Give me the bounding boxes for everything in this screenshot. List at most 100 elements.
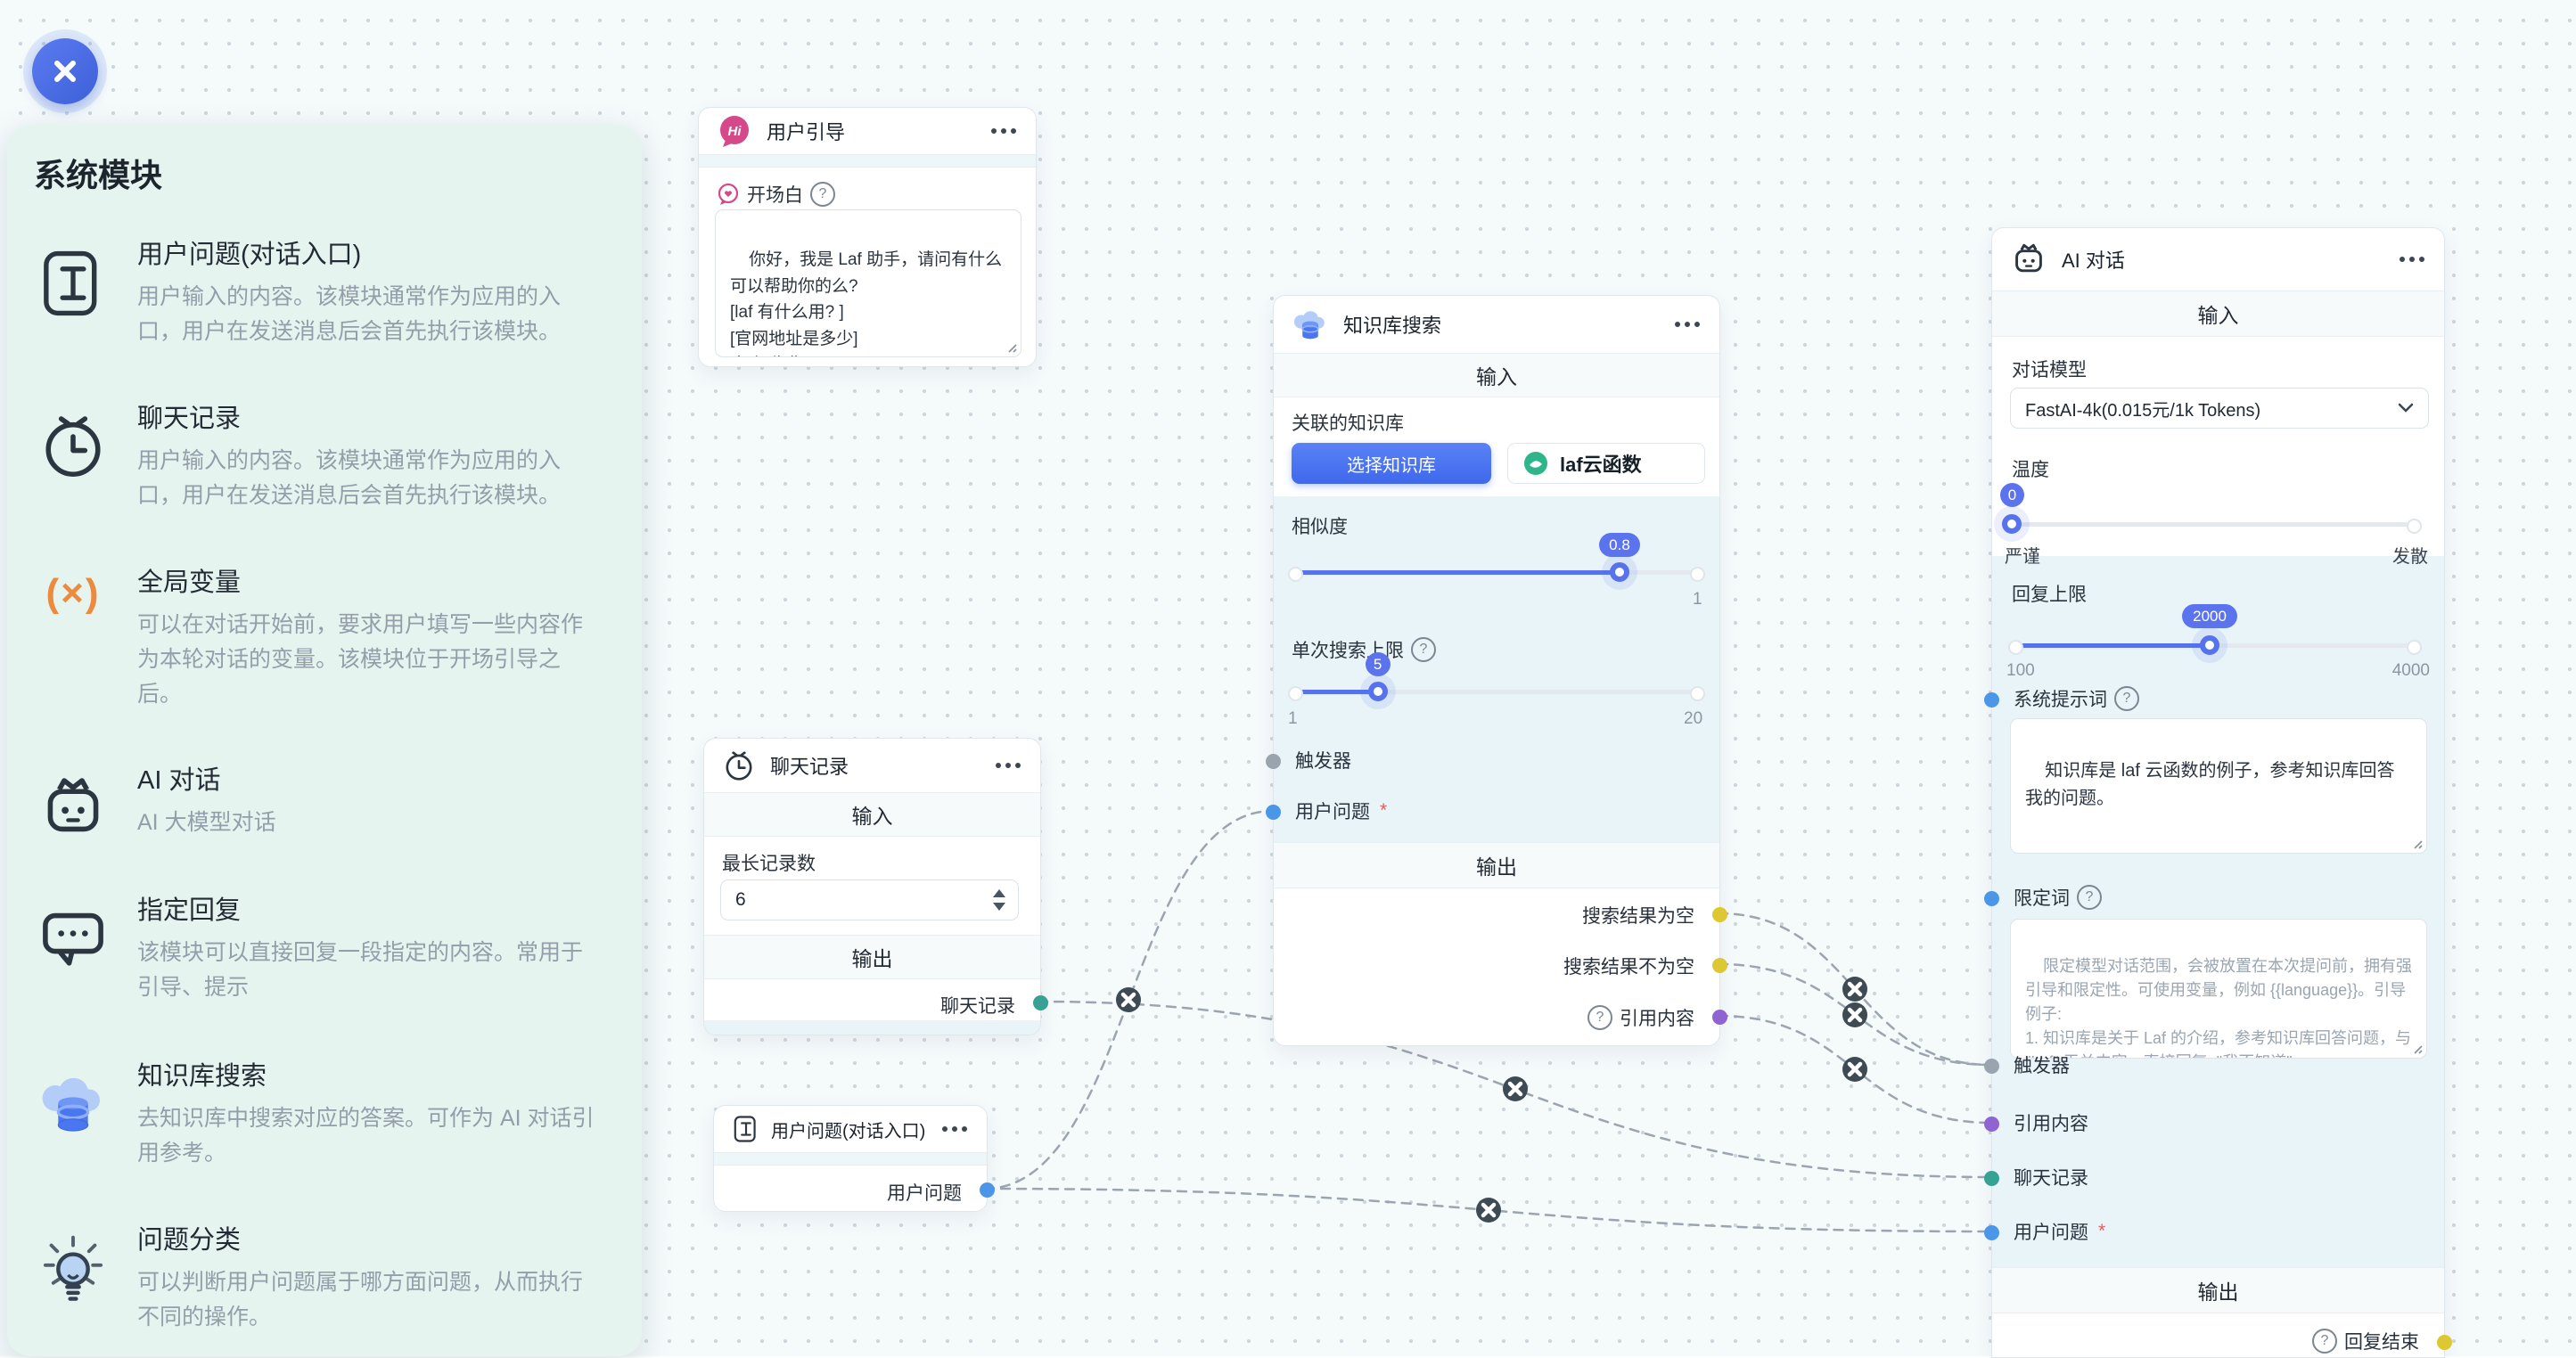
sidebar-item-global-variable[interactable]: (×) 全局变量 可以在对话开始前，要求用户填写一些内容作为本轮对话的变量。该模… <box>30 561 619 711</box>
select-kb-button[interactable]: 选择知识库 <box>1292 443 1491 484</box>
sidebar-item-assigned-reply[interactable]: 指定回复 该模块可以直接回复一段指定的内容。常用于引导、提示 <box>30 889 619 1005</box>
chevron-down-icon <box>2398 403 2414 413</box>
system-prompt-label: 系统提示词 ? <box>2014 685 2139 712</box>
node-menu-button[interactable] <box>2398 251 2426 267</box>
search-limit-value-badge: 5 <box>1365 652 1391 676</box>
max-reply-label: 回复上限 <box>2012 585 2087 605</box>
max-reply-min-label: 100 <box>2006 661 2035 680</box>
node-menu-button[interactable] <box>994 757 1022 773</box>
output-port-answer-finish[interactable] <box>2437 1335 2452 1350</box>
output-port-result-empty[interactable] <box>1712 907 1727 922</box>
input-port-limit-words[interactable] <box>1984 891 1999 906</box>
temperature-slider-thumb[interactable] <box>2002 514 2022 534</box>
resize-handle-icon[interactable] <box>2410 1042 2423 1054</box>
output-port-result-not-empty[interactable] <box>1712 958 1727 973</box>
port-label-chat-history: 聊天记录 <box>2014 1168 2088 1189</box>
system-prompt-textarea[interactable]: 知识库是 laf 云函数的例子，参考知识库回答我的问题。 <box>2010 718 2427 854</box>
classify-bulb-icon <box>30 1219 116 1335</box>
max-reply-slider[interactable]: 2000 <box>2008 604 2422 655</box>
input-section-header: 输入 <box>1992 290 2444 337</box>
resize-handle-icon[interactable] <box>2410 837 2423 849</box>
number-stepper[interactable] <box>993 889 1005 911</box>
sidebar-item-title: AI 对话 <box>137 766 221 795</box>
node-title: 知识库搜索 <box>1343 315 1442 337</box>
node-user-question[interactable]: 用户问题(对话入口) 用户问题 <box>713 1105 995 1212</box>
edge-delete-buttons <box>1116 977 1867 1223</box>
temperature-value-badge: 0 <box>2000 483 2024 507</box>
input-port-quote[interactable] <box>1984 1117 1999 1132</box>
opening-remark-textarea[interactable]: 你好，我是 Laf 助手，请问有什么可以帮助你的么? [laf 有什么用? ] … <box>715 209 1021 357</box>
model-select[interactable]: FastAI-4k(0.015元/1k Tokens) <box>2010 388 2429 429</box>
port-label-quote: 引用内容 <box>2014 1114 2088 1134</box>
similarity-slider[interactable]: 0.8 <box>1288 533 1705 582</box>
input-port-trigger[interactable] <box>1984 1059 1999 1074</box>
edge-delete-button[interactable] <box>1842 1057 1867 1082</box>
port-label-user-question: 用户问题* <box>1295 800 1388 822</box>
sidebar-item-chat-history[interactable]: 聊天记录 用户输入的内容。该模块通常作为应用的入口，用户在发送消息后会首先执行该… <box>30 397 619 513</box>
sidebar-item-kb-search[interactable]: 知识库搜索 去知识库中搜索对应的答案。可作为 AI 对话引用参考。 <box>30 1055 619 1171</box>
help-icon[interactable]: ? <box>810 182 835 207</box>
variable-icon: (×) <box>45 571 101 615</box>
output-port-quote[interactable] <box>1712 1010 1727 1025</box>
output-port-user-question[interactable] <box>980 1182 995 1198</box>
sidebar-item-desc: 该模块可以直接回复一段指定的内容。常用于引导、提示 <box>137 940 584 1000</box>
edge-delete-button[interactable] <box>1116 987 1141 1012</box>
input-port-trigger[interactable] <box>1266 754 1281 769</box>
similarity-slider-thumb[interactable] <box>1610 562 1629 582</box>
help-icon[interactable]: ? <box>1587 1005 1612 1030</box>
input-port-system-prompt[interactable] <box>1984 692 1999 708</box>
edge-delete-button[interactable] <box>1842 977 1867 1002</box>
max-records-input[interactable] <box>720 879 1019 920</box>
model-label: 对话模型 <box>2012 360 2087 380</box>
sidebar-item-user-question[interactable]: 用户问题(对话入口) 用户输入的内容。该模块通常作为应用的入口，用户在发送消息后… <box>30 233 619 349</box>
output-port-chat-history[interactable] <box>1033 995 1048 1010</box>
max-reply-slider-thumb[interactable] <box>2200 635 2220 655</box>
heart-bubble-icon <box>718 183 739 205</box>
output-section-header: 输出 <box>1274 842 1719 888</box>
sidebar-item-title: 问题分类 <box>137 1226 242 1255</box>
edge-delete-button[interactable] <box>1842 1002 1867 1027</box>
node-menu-button[interactable] <box>940 1121 969 1137</box>
system-module-panel: 系统模块 用户问题(对话入口) 用户输入的内容。该模块通常作为应用的入口，用户在… <box>7 125 642 1356</box>
node-user-guide[interactable]: Hi 用户引导 开场白 ? 你好，我是 Laf 助手，请问有什么可以帮助你的么?… <box>698 107 1037 367</box>
node-title: 用户引导 <box>767 121 846 143</box>
node-menu-button[interactable] <box>1673 316 1702 332</box>
search-limit-slider[interactable]: 5 <box>1288 652 1705 701</box>
sidebar-item-ai-chat[interactable]: AI 对话 AI 大模型对话 <box>30 759 619 843</box>
sidebar-item-question-classify[interactable]: 问题分类 可以判断用户问题属于哪方面问题，从而执行不同的操作。 <box>30 1219 619 1335</box>
search-limit-label: 单次搜索上限 ? <box>1292 636 1436 663</box>
limit-min-label: 1 <box>1288 709 1298 728</box>
help-icon[interactable]: ? <box>2077 885 2102 910</box>
help-icon[interactable]: ? <box>2114 686 2139 711</box>
help-icon[interactable]: ? <box>2312 1329 2337 1354</box>
temperature-slider[interactable]: 0 <box>2000 483 2422 534</box>
limit-words-textarea[interactable]: 限定模型对话范围，会被放置在本次提问前，拥有强引导和限定性。可使用变量，例如 {… <box>2010 919 2427 1059</box>
sidebar-item-title: 指定回复 <box>137 896 242 925</box>
node-title: 用户问题(对话入口) <box>771 1121 926 1141</box>
panel-title: 系统模块 <box>34 157 163 193</box>
close-module-panel-button[interactable] <box>32 38 98 104</box>
edge-delete-button[interactable] <box>1476 1198 1501 1223</box>
max-records-value[interactable] <box>734 888 993 912</box>
max-reply-value-badge: 2000 <box>2182 604 2238 628</box>
input-port-chat-history[interactable] <box>1984 1171 1999 1186</box>
node-kb-search[interactable]: 知识库搜索 输入 关联的知识库 选择知识库 laf云函数 相似度 0.8 1 单… <box>1266 295 1727 1046</box>
kb-tag[interactable]: laf云函数 <box>1507 443 1705 484</box>
port-label-user-question-out: 用户问题 <box>887 1183 962 1204</box>
port-label-user-question: 用户问题* <box>2014 1221 2106 1243</box>
node-menu-button[interactable] <box>989 123 1018 139</box>
kb-cloud-db-icon <box>30 1055 116 1171</box>
help-icon[interactable]: ? <box>1411 637 1436 662</box>
node-title: AI 对话 <box>2062 250 2125 272</box>
edge-delete-button[interactable] <box>1503 1076 1528 1101</box>
node-ai-chat[interactable]: AI 对话 输入 对话模型 FastAI-4k(0.015元/1k Tokens… <box>1984 227 2452 1358</box>
search-limit-slider-thumb[interactable] <box>1367 682 1388 701</box>
port-label-result-not-empty: 搜索结果不为空 <box>1563 957 1694 978</box>
node-chat-history[interactable]: 聊天记录 输入 最长记录数 输出 聊天记录 <box>703 738 1048 1035</box>
history-clock-icon <box>30 397 116 513</box>
input-port-user-question[interactable] <box>1266 805 1281 820</box>
similarity-label: 相似度 <box>1292 517 1348 537</box>
input-port-user-question[interactable] <box>1984 1225 1999 1240</box>
resize-handle-icon[interactable] <box>1005 340 1017 353</box>
